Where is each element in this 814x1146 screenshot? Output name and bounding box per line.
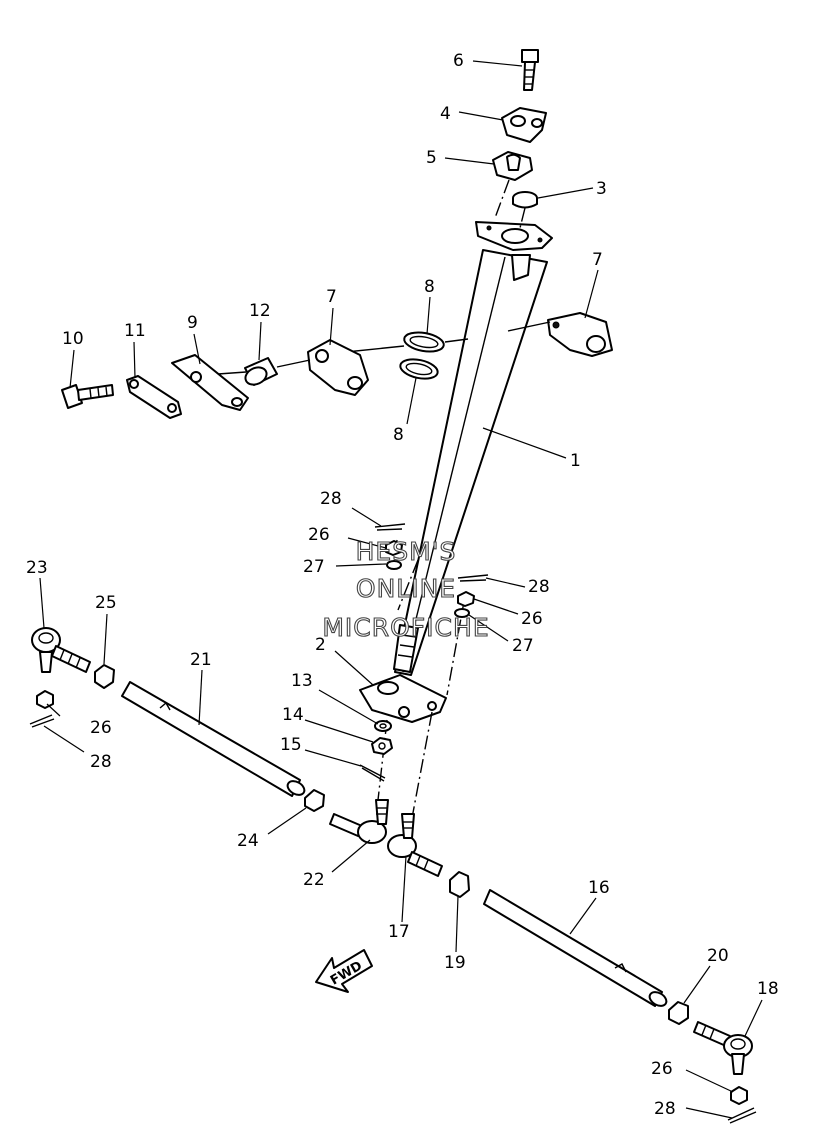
watermark-line-2: ONLINE [356, 574, 456, 603]
watermark-line-3: MICROFICHE [322, 613, 489, 642]
cotter-pin-28-upper-part [374, 523, 406, 531]
washer-13-part [374, 720, 392, 732]
label-part-16: 16 [588, 878, 610, 898]
label-part-7-left: 7 [326, 287, 337, 307]
label-part-26-upper: 26 [308, 525, 330, 545]
cap-3-part [512, 191, 538, 209]
ring-8-lower-part [399, 358, 439, 380]
label-part-25: 25 [95, 593, 117, 613]
label-part-8-lower: 8 [393, 425, 404, 445]
ball-joint-18-part [693, 1021, 753, 1075]
label-part-6: 6 [453, 51, 464, 71]
nut-26-mid-part [457, 591, 475, 607]
leader-lines [39, 60, 763, 1119]
forward-arrow: FWD [315, 949, 373, 993]
tie-rod-21-part [121, 681, 306, 797]
ball-joint-23-part [31, 627, 91, 673]
label-part-15: 15 [280, 735, 302, 755]
lever-9-part [171, 354, 249, 411]
tie-rod-16-part [483, 889, 668, 1007]
label-part-28-mid: 28 [528, 577, 550, 597]
washer-27-mid-part [454, 608, 470, 618]
lock-washer-11-part [126, 375, 182, 419]
label-part-26-mid: 26 [521, 609, 543, 629]
label-part-14: 14 [282, 705, 304, 725]
steering-column-part [393, 221, 553, 676]
label-part-13: 13 [291, 671, 313, 691]
label-part-23: 23 [26, 558, 48, 578]
holder-4-part [501, 107, 547, 143]
part-number-labels: 1 2 3 4 5 6 7 7 8 8 9 10 11 12 13 14 15 … [26, 51, 779, 1119]
ring-8-upper-part [403, 331, 445, 353]
nut-24-part [304, 789, 325, 812]
label-part-27-upper: 27 [303, 557, 325, 577]
label-part-19: 19 [444, 953, 466, 973]
label-part-26-right: 26 [651, 1059, 673, 1079]
ball-joint-17-part [387, 813, 443, 877]
bolt-6-part [521, 49, 539, 91]
washer-27-upper-part [386, 560, 402, 570]
ball-joint-22-part [329, 799, 389, 844]
label-part-12: 12 [249, 301, 271, 321]
label-part-18: 18 [757, 979, 779, 999]
nut-14-part [371, 737, 393, 755]
label-part-20: 20 [707, 946, 729, 966]
label-part-1: 1 [570, 451, 581, 471]
cotter-pin-15-part [359, 764, 386, 782]
label-part-27-mid: 27 [512, 636, 534, 656]
label-part-7-right: 7 [592, 250, 603, 270]
cotter-pin-28-mid-part [457, 574, 489, 582]
label-part-8-upper: 8 [424, 277, 435, 297]
holder-5-part [492, 151, 533, 181]
label-part-28-left: 28 [90, 752, 112, 772]
cotter-pin-28-right-part [727, 1107, 757, 1124]
label-part-2: 2 [315, 635, 326, 655]
label-part-24: 24 [237, 831, 259, 851]
pivot-arm-2-part [359, 674, 447, 723]
label-part-26-left: 26 [90, 718, 112, 738]
bracket-7-right-part [547, 312, 613, 357]
label-part-21: 21 [190, 650, 212, 670]
nut-19-part [449, 871, 470, 898]
nut-26-right-part [730, 1086, 748, 1105]
label-part-3: 3 [596, 179, 607, 199]
label-part-22: 22 [303, 870, 325, 890]
cotter-pin-28-left-part [29, 714, 55, 728]
label-part-5: 5 [426, 148, 437, 168]
watermark-line-1: HESM'S [356, 537, 457, 566]
bolt-10-part [61, 384, 114, 409]
label-part-28-upper: 28 [320, 489, 342, 509]
bracket-7-left-part [307, 339, 369, 396]
label-part-28-right: 28 [654, 1099, 676, 1119]
bushing-12-part [244, 357, 278, 386]
label-part-4: 4 [440, 104, 451, 124]
label-part-10: 10 [62, 329, 84, 349]
label-part-17: 17 [388, 922, 410, 942]
label-part-9: 9 [187, 313, 198, 333]
nut-25-part [94, 664, 115, 689]
nut-20-part [668, 1001, 689, 1025]
nut-26-left-part [36, 690, 54, 709]
nut-26-upper-part [385, 540, 403, 556]
label-part-11: 11 [124, 321, 146, 341]
watermark: HESM'S ONLINE MICROFICHE [322, 536, 489, 642]
